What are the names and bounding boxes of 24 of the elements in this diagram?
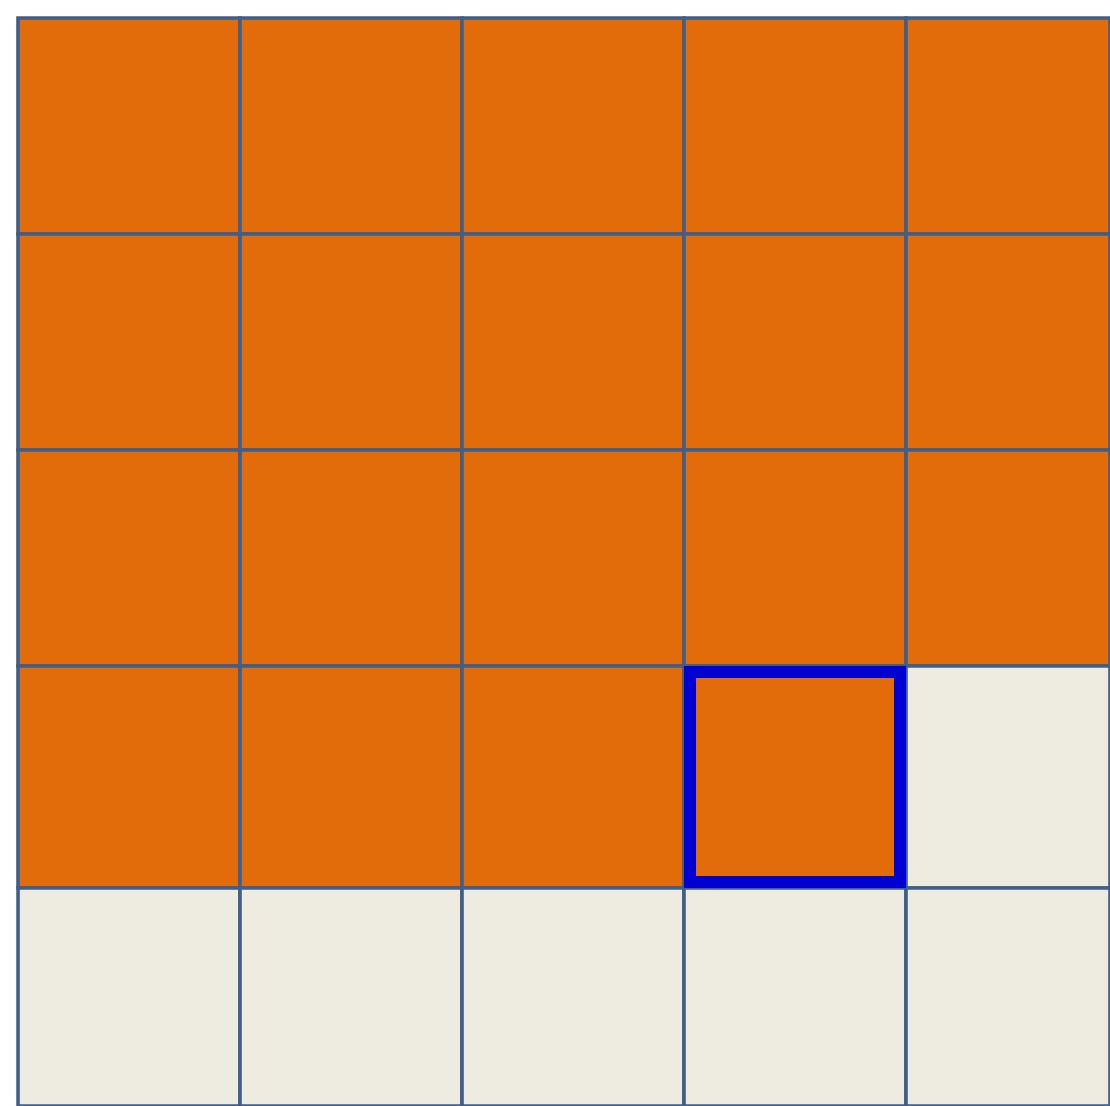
grid-cell [16,448,242,668]
grid-cell [16,232,242,452]
grid-cell [904,448,1110,668]
grid-cell [238,16,464,236]
grid-cell [904,232,1110,452]
grid-cell [238,232,464,452]
grid-cell [16,664,242,890]
grid-cell [904,16,1110,236]
grid-cell [460,886,686,1106]
grid-cell [904,664,1110,890]
grid-cell [16,16,242,236]
grid-cell [682,232,908,452]
grid-cell [682,16,908,236]
grid-cell [682,886,908,1106]
grid-cell [904,886,1110,1106]
grid-cell [238,664,464,890]
grid-cell [16,886,242,1106]
grid-cell [460,664,686,890]
grid-cell [238,886,464,1106]
grid-cell [238,448,464,668]
grid-cell [682,448,908,668]
grid-cell [460,16,686,236]
grid-cell [460,448,686,668]
grid-cell [460,232,686,452]
